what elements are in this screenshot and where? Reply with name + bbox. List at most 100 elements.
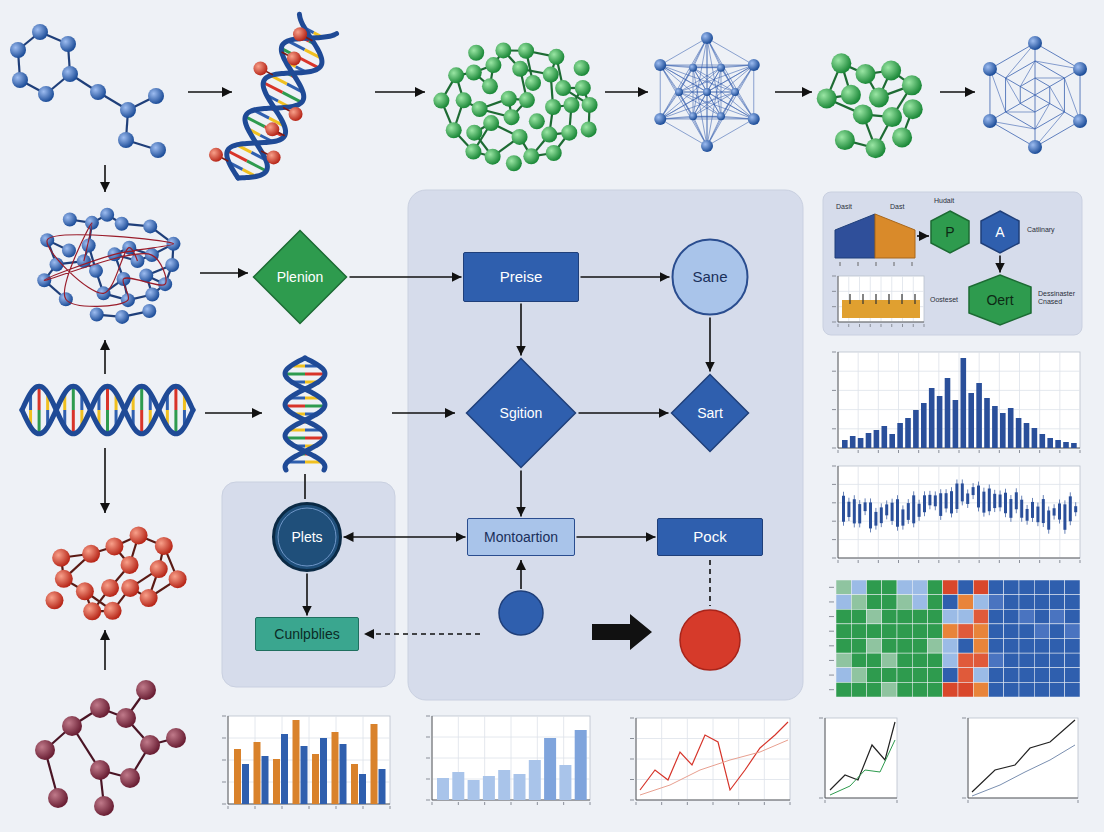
atom xyxy=(120,768,140,788)
candle-wick xyxy=(1021,496,1022,522)
annotation-label: Hudait xyxy=(934,197,954,205)
node-label: P xyxy=(945,224,954,240)
axis-tick xyxy=(309,806,310,809)
candle-wick xyxy=(897,495,898,530)
candle-bar xyxy=(874,512,877,526)
bar xyxy=(340,744,347,804)
protein-illustration xyxy=(37,208,180,324)
axis-tick xyxy=(999,450,1000,453)
node-outline xyxy=(931,211,969,253)
heatmap-cell xyxy=(943,609,958,624)
histogram-bar xyxy=(1055,440,1061,448)
atom xyxy=(287,51,301,65)
candle-wick xyxy=(978,482,979,512)
heatmap-cell xyxy=(1004,653,1019,668)
heatmap-cell xyxy=(912,595,927,610)
mesh-line xyxy=(1035,95,1036,147)
hex-node: P xyxy=(930,210,970,254)
atom xyxy=(689,112,697,120)
chart-area xyxy=(968,718,1078,798)
atom xyxy=(150,142,166,158)
illustration-arrow xyxy=(605,91,648,93)
axis-tick xyxy=(897,800,898,803)
heatmap-cell xyxy=(882,624,897,639)
candle-bar xyxy=(999,495,1002,508)
decision-diamond: Sgition xyxy=(465,357,577,469)
mesh-line xyxy=(1035,69,1080,95)
mesh-line xyxy=(693,68,721,116)
candle-bar xyxy=(977,486,980,508)
heatmap-cell xyxy=(1065,668,1080,683)
chart-area xyxy=(825,718,897,798)
annotation-label: Oosteset xyxy=(930,296,958,304)
heatmap-cell xyxy=(973,639,988,654)
candle-bar xyxy=(1047,510,1050,529)
protein-backbone xyxy=(44,223,173,307)
heatmap-cell xyxy=(851,653,866,668)
axis-tick xyxy=(979,560,980,563)
atom xyxy=(482,78,498,94)
axis-tick xyxy=(832,322,836,323)
flow-connector xyxy=(999,256,1001,273)
illustration-arrow xyxy=(205,412,262,414)
axis-tick xyxy=(918,560,919,563)
heatmap-cell xyxy=(851,595,866,610)
mesh-line xyxy=(660,38,707,119)
mesh-line xyxy=(1035,104,1050,130)
heatmap-cell xyxy=(1050,639,1065,654)
flow-connector xyxy=(577,536,656,538)
atom xyxy=(62,716,82,736)
molecule-illustration xyxy=(10,24,166,158)
atom xyxy=(701,140,713,152)
axis-tick xyxy=(898,450,899,453)
bar-block xyxy=(875,214,915,258)
axis-tick xyxy=(859,324,860,327)
candle-bar xyxy=(1004,493,1007,514)
flow-connector xyxy=(350,276,462,278)
heatmap-cell xyxy=(1019,682,1034,697)
candle-bar xyxy=(1063,504,1066,529)
axis-tick xyxy=(832,306,836,307)
state-circle: Plets xyxy=(272,502,342,572)
axis-tick xyxy=(894,262,895,266)
grid-line xyxy=(228,760,390,761)
heatmap-cell xyxy=(973,653,988,668)
heatmap-cell xyxy=(912,609,927,624)
candle-wick xyxy=(994,490,995,512)
atom xyxy=(90,308,104,322)
chart-frame xyxy=(222,716,390,809)
axis-tick xyxy=(563,802,564,805)
axis-tick xyxy=(832,352,836,353)
heatmap-cell xyxy=(1050,609,1065,624)
axis-tick xyxy=(713,802,714,805)
axis-tick xyxy=(426,758,430,759)
axis-tick xyxy=(832,291,836,292)
histogram-bar xyxy=(874,430,880,448)
candle-wick xyxy=(919,500,920,521)
heatmap-cell xyxy=(1050,668,1065,683)
mesh-line xyxy=(1035,78,1064,79)
heatmap-cell xyxy=(958,682,973,697)
wireframe-illustration xyxy=(983,36,1087,154)
bar xyxy=(312,754,319,804)
axis-tick xyxy=(537,802,538,805)
axis-tick xyxy=(363,806,364,809)
axis-tick xyxy=(999,560,1000,563)
candle-bar xyxy=(1026,509,1029,521)
atom xyxy=(529,113,545,129)
chart-area xyxy=(838,276,924,322)
candle-bar xyxy=(993,494,996,508)
axis-tick xyxy=(426,716,430,717)
atom xyxy=(456,92,472,108)
candle-bar xyxy=(901,509,904,525)
grid-line xyxy=(838,539,1080,540)
node-outline xyxy=(254,231,347,324)
candle-wick xyxy=(1037,503,1038,527)
atom xyxy=(165,258,179,272)
candle-wick xyxy=(881,503,882,527)
axis-line xyxy=(636,718,790,800)
histogram-bar xyxy=(1024,423,1030,448)
axis-tick xyxy=(914,294,915,304)
atom xyxy=(446,122,462,138)
